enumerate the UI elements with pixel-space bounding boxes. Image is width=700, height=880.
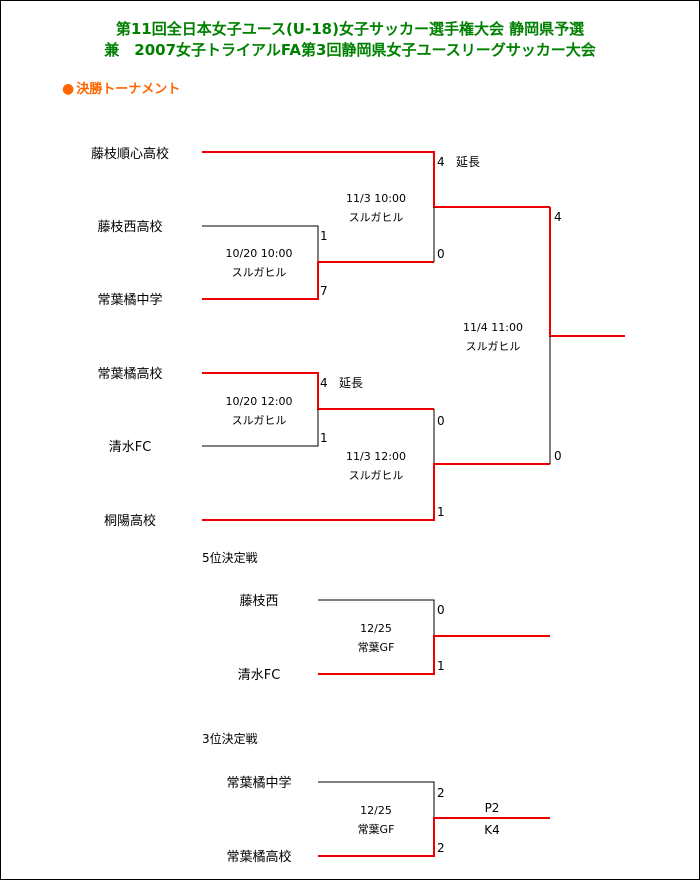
page-title-line1: 第11回全日本女子ユース(U-18)女子サッカー選手権大会 静岡県予選 (115, 20, 585, 38)
third-place-venue: 常葉GF (358, 822, 395, 836)
line-fifth-winner (318, 635, 550, 675)
info-sf1-venue: スルガヒル (349, 211, 404, 224)
third-place-heading: 3位決定戦 (202, 731, 258, 746)
team-shimizu-fc: 清水FC (109, 440, 152, 455)
score-final-top: 4 (554, 210, 562, 224)
team-toyo-hs: 桐陽高校 (104, 513, 156, 529)
info-r1b-date: 10/20 12:00 (226, 395, 293, 408)
third-place-score-top: 2 (437, 786, 445, 800)
fifth-place-team-top: 藤枝西 (239, 594, 278, 609)
score-r1b-top: 4 (320, 376, 328, 390)
team-fujieda-junshin: 藤枝順心高校 (91, 146, 169, 162)
info-sf2-venue: スルガヒル (349, 469, 404, 482)
fifth-place-score-bottom: 1 (437, 659, 445, 673)
info-r1a-venue: スルガヒル (232, 266, 287, 279)
info-r1b-venue: スルガヒル (232, 414, 287, 427)
section-label: 決勝トーナメント (76, 82, 181, 97)
score-sf2-top: 0 (437, 414, 445, 428)
fifth-place-heading: 5位決定戦 (202, 550, 258, 565)
line-r1a-winner (202, 261, 434, 300)
orange-dot-icon: ● (62, 81, 75, 97)
third-place-team-bottom: 常葉橘高校 (226, 849, 291, 865)
score-sf1-top: 4 (437, 155, 445, 169)
line-r1a-loser (202, 225, 319, 262)
line-third-winner (318, 817, 550, 857)
info-sf1-date: 11/3 10:00 (346, 192, 406, 205)
score-r1a-top: 1 (320, 229, 328, 243)
note-r1b-extra-time: 延長 (339, 376, 363, 390)
score-r1a-bottom: 7 (320, 284, 328, 298)
third-place-pk-label: P2 (485, 801, 500, 815)
info-sf2-date: 11/3 12:00 (346, 450, 406, 463)
third-place-team-top: 常葉橘中学 (226, 775, 291, 791)
score-r1b-bottom: 1 (320, 431, 328, 445)
info-final-date: 11/4 11:00 (463, 321, 523, 334)
note-sf1-extra-time: 延長 (456, 155, 480, 169)
line-sf2-winner (202, 463, 550, 521)
score-final-bottom: 0 (554, 449, 562, 463)
team-tokoha-tachibana-jh: 常葉橘中学 (97, 292, 162, 308)
line-r1b-loser (202, 409, 319, 447)
info-final-venue: スルガヒル (466, 340, 521, 353)
team-fujieda-nishi: 藤枝西高校 (97, 219, 162, 235)
section-heading: ●決勝トーナメント (62, 78, 180, 97)
fifth-place-venue: 常葉GF (358, 640, 395, 654)
fifth-place-team-bottom: 清水FC (238, 668, 281, 683)
third-place-score-bottom: 2 (437, 841, 445, 855)
line-final-winner (549, 207, 625, 337)
third-place-date: 12/25 (360, 804, 392, 817)
line-r1b-winner (202, 372, 434, 410)
fifth-place-score-top: 0 (437, 603, 445, 617)
team-tokoha-tachibana-hs: 常葉橘高校 (97, 366, 162, 382)
info-r1a-date: 10/20 10:00 (226, 247, 293, 260)
third-place-pk-score: K4 (484, 823, 500, 837)
line-third-top (318, 781, 435, 818)
score-sf1-bottom: 0 (437, 247, 445, 261)
score-sf2-bottom: 1 (437, 505, 445, 519)
line-fifth-loser (318, 599, 435, 636)
page-title-line2: 兼 2007女子トライアルFA第3回静岡県女子ユースリーグサッカー大会 (104, 41, 596, 59)
line-sf1-winner (202, 151, 550, 208)
fifth-place-date: 12/25 (360, 622, 392, 635)
